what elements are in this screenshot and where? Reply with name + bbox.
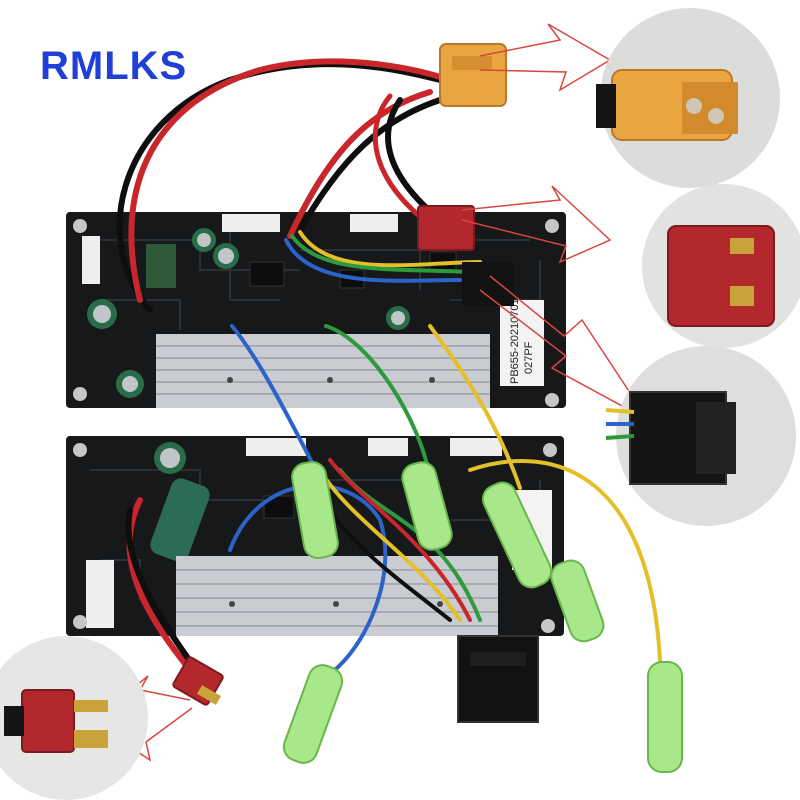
bottom-t-plug (172, 656, 224, 706)
inset-xt60-detail (596, 8, 780, 188)
top-heatsink (156, 334, 490, 408)
svg-text:PB655-20210701: PB655-20210701 (509, 298, 521, 384)
hall-sensor-connector (457, 262, 539, 723)
top-controller-board: PB655-20210701 027PF (66, 212, 566, 408)
power-cables (116, 58, 453, 313)
top-phase-wires (230, 324, 522, 490)
inset-hall-connector-detail (605, 346, 796, 526)
bullet-connector-sleeves (282, 460, 683, 773)
xt60-connector (439, 43, 507, 107)
signal-wires (284, 230, 482, 283)
t-plug-connector (417, 205, 475, 251)
inset-t-plug-detail (642, 184, 800, 348)
top-board-label: PB655-20210701 027PF (500, 298, 544, 386)
svg-text:027PF: 027PF (523, 341, 535, 374)
bottom-heatsink (176, 556, 498, 636)
bottom-phase-wires (125, 458, 662, 682)
inset-bottom-plug-detail (0, 636, 148, 800)
brand-logo: RMLKS (40, 44, 188, 88)
